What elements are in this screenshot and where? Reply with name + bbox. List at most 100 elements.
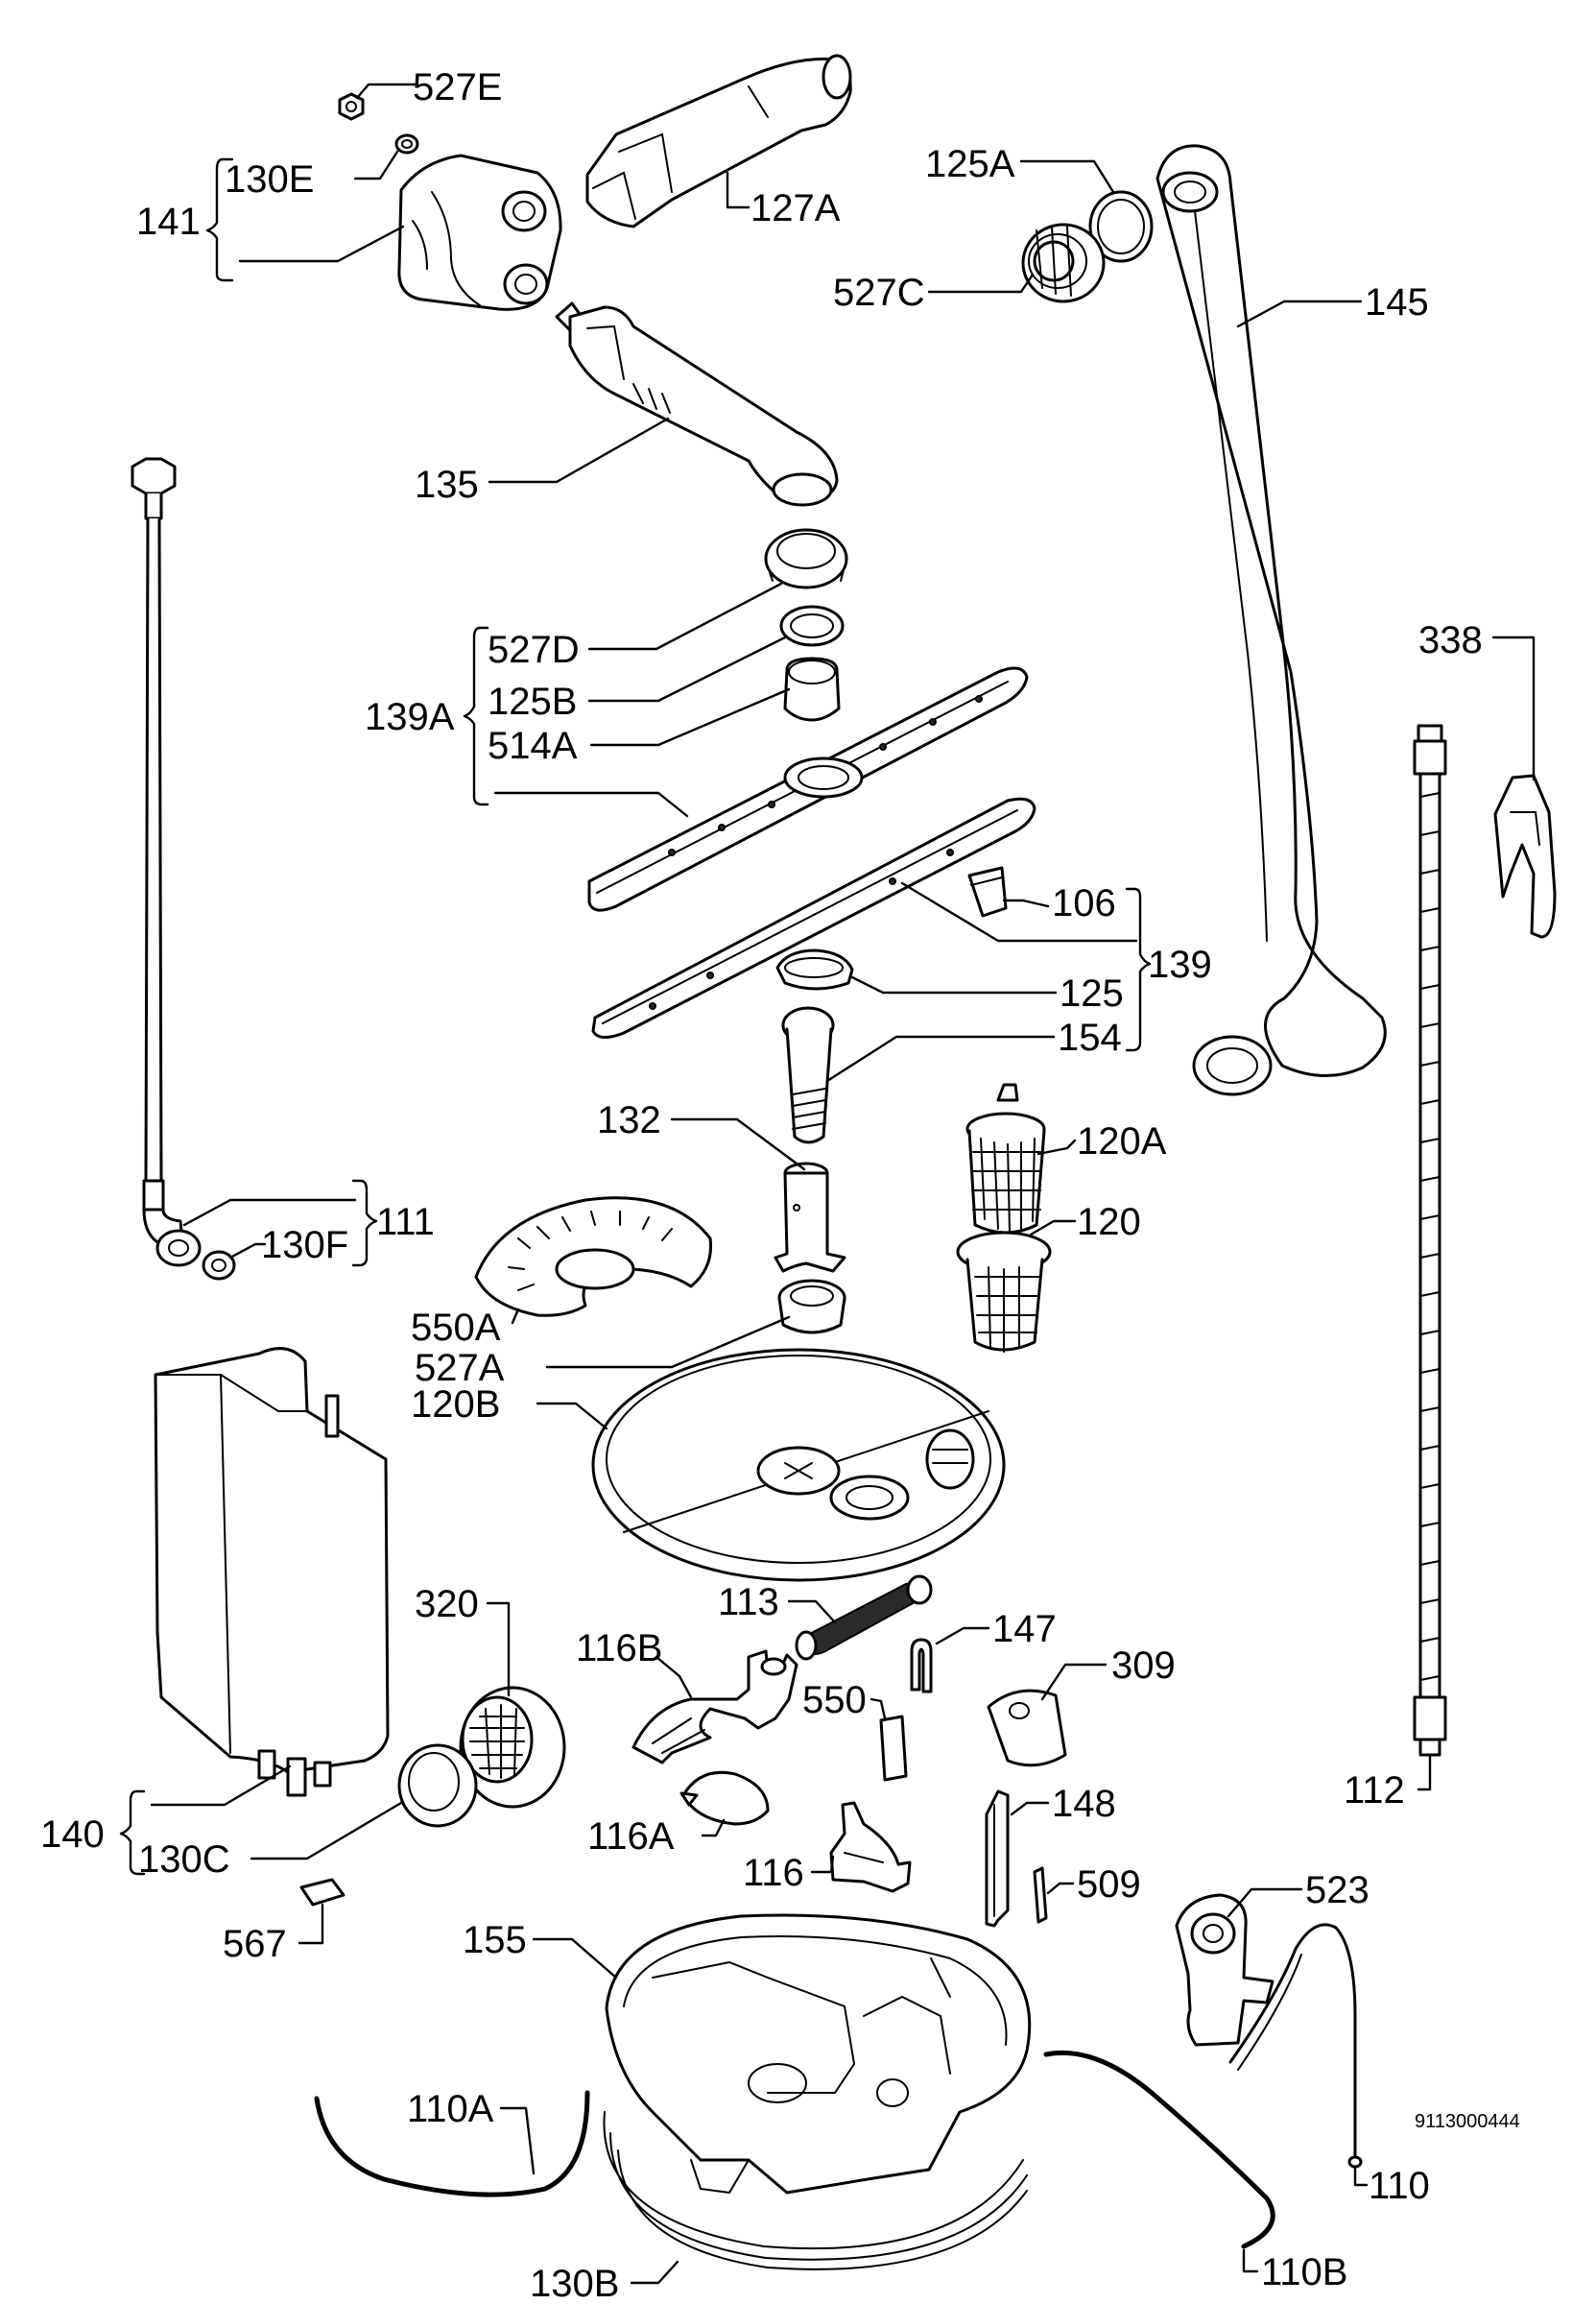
part-320-cap-drawing	[459, 1686, 566, 1809]
part-110b-hose-drawing	[1043, 2050, 1275, 2249]
label-154: 154	[1058, 1017, 1122, 1059]
leader-523	[1227, 1887, 1303, 1918]
label-141: 141	[136, 201, 201, 243]
part-139a-upper-spray-arm-drawing	[587, 666, 1029, 912]
bracket-141	[205, 157, 234, 282]
part-116b-housing-drawing	[631, 1649, 798, 1764]
part-130c-seal-drawing	[397, 1743, 478, 1828]
leader-120	[1029, 1219, 1077, 1236]
label-130c: 130C	[138, 1838, 230, 1881]
label-527a: 527A	[415, 1347, 505, 1389]
leader-130f	[228, 1242, 267, 1260]
label-139: 139	[1148, 944, 1212, 986]
label-127a: 127A	[750, 187, 841, 229]
part-125b-seal-drawing	[779, 605, 845, 647]
part-155-sump-drawing	[605, 1913, 1032, 2195]
part-523-switch-drawing	[1175, 1893, 1274, 2047]
leader-125a	[1019, 159, 1115, 194]
label-110: 110	[1369, 2165, 1430, 2207]
label-320: 320	[415, 1583, 479, 1625]
leader-140	[150, 1764, 292, 1807]
part-120-strainer-drawing	[956, 1231, 1052, 1353]
leader-111	[182, 1198, 357, 1227]
part-550-block-drawing	[879, 1715, 908, 1782]
leader-116a	[701, 1818, 726, 1837]
part-106-clip-drawing	[967, 866, 1008, 918]
leader-110b	[1242, 2248, 1259, 2273]
leader-125b	[587, 636, 787, 703]
part-113-spring-filter-drawing	[795, 1574, 933, 1661]
leader-527d	[587, 582, 783, 651]
leader-309	[1040, 1663, 1108, 1701]
label-527c: 527C	[833, 272, 925, 314]
leader-130e	[353, 150, 399, 180]
label-155: 155	[463, 1919, 527, 1961]
leader-106	[1002, 899, 1050, 908]
label-120: 120	[1077, 1201, 1141, 1243]
part-132-coupling-drawing	[774, 1162, 846, 1273]
part-125a-ring-drawing	[1088, 190, 1154, 263]
leader-527a	[545, 1315, 791, 1369]
leader-550a	[511, 1308, 520, 1325]
label-509: 509	[1077, 1863, 1141, 1906]
leader-139	[900, 881, 1138, 943]
label-113: 113	[718, 1581, 779, 1623]
leader-141	[238, 225, 405, 263]
label-112: 112	[1344, 1769, 1405, 1812]
bracket-139	[1125, 887, 1152, 1052]
label-116a: 116A	[587, 1815, 675, 1858]
leader-154	[825, 1035, 1056, 1083]
label-148: 148	[1052, 1783, 1116, 1825]
part-127a-tube-drawing	[585, 54, 852, 228]
leader-135	[488, 417, 670, 484]
leader-116b	[655, 1655, 693, 1699]
part-140-softener-tank-drawing	[154, 1347, 390, 1797]
part-116a-valve-drawing	[679, 1770, 770, 1826]
leader-527e	[355, 83, 417, 100]
label-527e: 527E	[413, 66, 502, 108]
bracket-111	[351, 1179, 378, 1267]
part-514a-bushing-drawing	[783, 657, 841, 722]
label-147: 147	[992, 1608, 1057, 1650]
label-111: 111	[376, 1201, 435, 1243]
part-110-hose-drawing	[1228, 1923, 1363, 2169]
label-125b: 125B	[488, 681, 577, 723]
part-112-inlet-hose-drawing	[1413, 724, 1447, 1757]
label-527d: 527D	[488, 629, 580, 671]
label-110b: 110B	[1261, 2251, 1347, 2293]
leader-110a	[499, 2106, 536, 2175]
label-309: 309	[1111, 1644, 1176, 1687]
label-550a: 550A	[411, 1307, 501, 1349]
drawing-code: 9113000444	[1415, 2111, 1520, 2132]
leader-116	[810, 1855, 835, 1874]
label-523: 523	[1305, 1869, 1370, 1911]
part-120a-filter-drawing	[965, 1083, 1046, 1235]
leader-120a	[1036, 1139, 1077, 1156]
label-550: 550	[802, 1679, 867, 1721]
label-130f: 130F	[261, 1224, 348, 1266]
label-120a: 120A	[1077, 1120, 1167, 1163]
label-130b: 130B	[530, 2263, 619, 2304]
bracket-139a	[463, 626, 489, 806]
leader-155	[532, 1937, 618, 1980]
leader-509	[1046, 1882, 1075, 1895]
part-111-hose-drawing	[131, 457, 202, 1267]
label-130e: 130E	[225, 158, 314, 201]
leader-113	[787, 1599, 837, 1624]
part-154-spindle-drawing	[781, 1006, 835, 1144]
bracket-140	[119, 1789, 146, 1876]
part-110a-hose-drawing	[314, 2090, 590, 2197]
label-135: 135	[415, 464, 479, 506]
leader-112	[1417, 1753, 1432, 1791]
leader-514a	[589, 687, 791, 747]
label-514a: 514A	[488, 725, 578, 767]
part-130f-nut-drawing	[202, 1250, 236, 1281]
part-527a-nut-drawing	[777, 1279, 846, 1334]
leader-550	[869, 1697, 887, 1720]
part-147-bracket-drawing	[910, 1638, 933, 1693]
part-141-distributor-drawing	[397, 154, 562, 311]
part-527e-nut-drawing	[338, 92, 365, 121]
leader-130b	[630, 2260, 679, 2285]
leader-147	[935, 1626, 990, 1645]
label-110a: 110A	[407, 2088, 494, 2130]
